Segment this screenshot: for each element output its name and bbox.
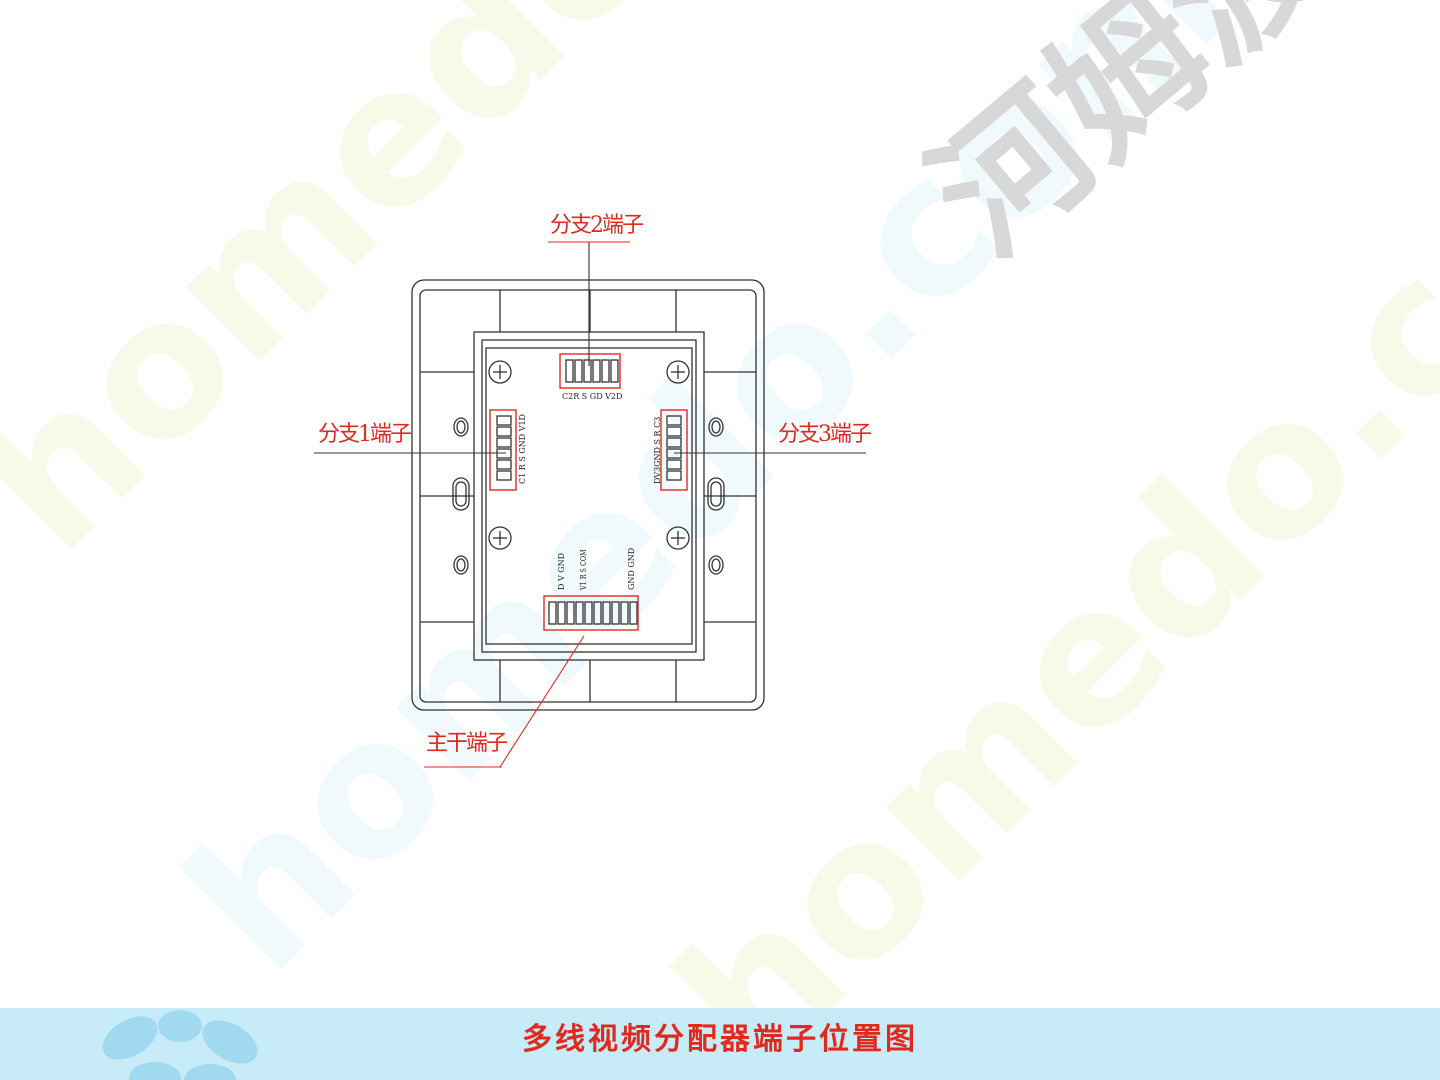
branch3-terminal xyxy=(660,409,688,491)
inner-frame xyxy=(473,331,705,661)
footer-title: 多线视频分配器端子位置图 xyxy=(522,1022,918,1057)
branch1-pin-labels: C1 R S GND V1D xyxy=(518,414,527,484)
footer-bar: 多线视频分配器端子位置图 xyxy=(0,1008,1440,1080)
branch2-pin-labels: C2R S GD V2D xyxy=(562,392,622,401)
main-label: 主干端子 xyxy=(426,731,507,756)
branch1-terminal-pins xyxy=(496,415,512,481)
screw-bottom-right xyxy=(666,526,690,550)
branch2-label: 分支2端子 xyxy=(550,213,643,238)
main-pin-labels-a: D V GND xyxy=(557,553,566,590)
branch3-terminal-pins xyxy=(666,415,682,481)
branch2-terminal xyxy=(559,353,621,389)
branch2-terminal-pins xyxy=(565,359,619,383)
branch1-label: 分支1端子 xyxy=(318,422,411,447)
screw-top-right xyxy=(666,360,690,384)
inner-frame-2 xyxy=(481,339,697,653)
main-pin-labels-c: GND GND xyxy=(627,548,636,590)
flower-logo-icon xyxy=(102,1010,258,1080)
branch3-pin-labels: DV3GND S R C3 xyxy=(653,417,662,484)
main-terminal-pins xyxy=(548,601,638,625)
leader-main xyxy=(499,635,585,768)
main-pin-labels-b: V1 R S COM xyxy=(578,549,588,591)
branch3-label: 分支3端子 xyxy=(778,422,871,447)
outer-plate xyxy=(411,279,765,711)
screw-top-left xyxy=(488,360,512,384)
screw-bottom-left xyxy=(488,526,512,550)
branch1-terminal xyxy=(489,409,517,491)
main-terminal xyxy=(543,595,639,631)
